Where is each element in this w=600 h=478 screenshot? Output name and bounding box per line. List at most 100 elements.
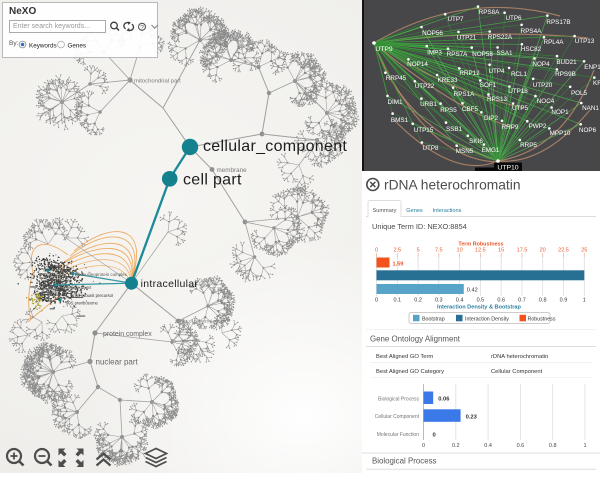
svg-text:rDNA heterochromatin: rDNA heterochromatin bbox=[384, 178, 521, 193]
svg-text:12.5: 12.5 bbox=[475, 248, 486, 254]
svg-text:UTP8: UTP8 bbox=[422, 145, 439, 152]
svg-text:KRE: KRE bbox=[593, 80, 600, 87]
svg-text:Best Aligned GO Category: Best Aligned GO Category bbox=[376, 369, 444, 375]
svg-text:Cellular Component: Cellular Component bbox=[491, 369, 543, 375]
svg-text:0.4: 0.4 bbox=[456, 298, 464, 304]
svg-text:0: 0 bbox=[375, 298, 378, 304]
svg-text:ENP1: ENP1 bbox=[584, 64, 600, 71]
svg-text:RPS17B: RPS17B bbox=[546, 19, 570, 26]
svg-text:RPS4A: RPS4A bbox=[521, 28, 542, 35]
svg-text:POL5: POL5 bbox=[571, 90, 588, 97]
svg-text:1: 1 bbox=[583, 443, 586, 449]
svg-text:SOF1: SOF1 bbox=[480, 82, 497, 89]
svg-text:DIP2: DIP2 bbox=[484, 115, 498, 122]
svg-text:0.23: 0.23 bbox=[466, 415, 478, 421]
svg-text:RPS5: RPS5 bbox=[440, 107, 457, 114]
svg-text:0.1: 0.1 bbox=[393, 298, 401, 304]
svg-text:UTP7: UTP7 bbox=[447, 16, 464, 23]
svg-text:RPS7A: RPS7A bbox=[447, 51, 468, 58]
svg-text:PWP2: PWP2 bbox=[529, 123, 547, 130]
svg-text:SSB1: SSB1 bbox=[446, 126, 463, 133]
svg-text:NOP58: NOP58 bbox=[472, 51, 493, 58]
svg-text:1.59: 1.59 bbox=[393, 262, 404, 268]
svg-text:site of polarized growth: site of polarized growth bbox=[181, 318, 227, 323]
svg-text:0.3: 0.3 bbox=[435, 298, 443, 304]
svg-text:UTP15: UTP15 bbox=[414, 127, 434, 134]
svg-text:1: 1 bbox=[583, 298, 586, 304]
svg-text:membrane: membrane bbox=[217, 167, 248, 174]
svg-text:RPS1A: RPS1A bbox=[454, 91, 475, 98]
svg-text:0.8: 0.8 bbox=[549, 443, 557, 449]
svg-text:NOC4: NOC4 bbox=[537, 98, 555, 105]
svg-text:17.5: 17.5 bbox=[517, 248, 528, 254]
svg-text:RPS8A: RPS8A bbox=[479, 9, 500, 16]
svg-text:0.6: 0.6 bbox=[497, 298, 505, 304]
svg-text:UTP4: UTP4 bbox=[488, 68, 505, 75]
svg-text:7.5: 7.5 bbox=[435, 248, 443, 254]
svg-text:SKI6: SKI6 bbox=[469, 138, 483, 145]
svg-text:MSN5: MSN5 bbox=[456, 148, 474, 155]
svg-text:Unique Term ID: NEXO:8854: Unique Term ID: NEXO:8854 bbox=[372, 222, 467, 231]
svg-text:NAN1: NAN1 bbox=[582, 105, 599, 112]
svg-text:rDNA heterochromatin: rDNA heterochromatin bbox=[491, 354, 548, 360]
svg-text:MPP10: MPP10 bbox=[550, 130, 571, 137]
svg-text:RPS22A: RPS22A bbox=[488, 34, 513, 41]
svg-text:protein complex: protein complex bbox=[103, 331, 152, 338]
svg-text:Cellular Component: Cellular Component bbox=[375, 414, 420, 420]
svg-text:RCL1: RCL1 bbox=[511, 71, 528, 78]
svg-text:20: 20 bbox=[540, 248, 546, 254]
svg-text:KRE33: KRE33 bbox=[438, 77, 458, 84]
svg-text:UTP21: UTP21 bbox=[457, 35, 477, 42]
svg-text:Summary: Summary bbox=[373, 208, 397, 214]
svg-text:DIM1: DIM1 bbox=[387, 99, 403, 106]
svg-text:nuclear part: nuclear part bbox=[96, 358, 139, 367]
svg-text:15: 15 bbox=[498, 248, 504, 254]
svg-text:NOP14: NOP14 bbox=[407, 61, 428, 68]
svg-text:0.6: 0.6 bbox=[517, 443, 525, 449]
svg-text:SSA1: SSA1 bbox=[496, 50, 513, 57]
svg-text:0.5: 0.5 bbox=[477, 298, 485, 304]
svg-text:5: 5 bbox=[417, 248, 420, 254]
svg-text:Molecular Function: Molecular Function bbox=[377, 432, 419, 438]
svg-text:Keywords: Keywords bbox=[29, 43, 57, 50]
svg-text:BMS1: BMS1 bbox=[391, 117, 409, 124]
svg-text:BUD21: BUD21 bbox=[556, 59, 577, 66]
svg-text:?: ? bbox=[140, 24, 144, 31]
svg-text:Best Aligned GO Term: Best Aligned GO Term bbox=[376, 354, 433, 360]
svg-text:Robustness: Robustness bbox=[528, 317, 556, 323]
svg-text:ribonucleoprotein complex: ribonucleoprotein complex bbox=[76, 272, 128, 277]
svg-text:0.42: 0.42 bbox=[467, 288, 478, 294]
svg-text:Biological Process: Biological Process bbox=[372, 457, 437, 466]
svg-text:ribosome subunit: ribosome subunit bbox=[58, 285, 92, 290]
svg-text:IMP3: IMP3 bbox=[427, 50, 442, 57]
svg-text:0.06: 0.06 bbox=[438, 397, 450, 403]
svg-text:NOP56: NOP56 bbox=[422, 30, 443, 37]
svg-text:UTP20: UTP20 bbox=[533, 82, 553, 89]
svg-text:cell part: cell part bbox=[183, 172, 242, 189]
svg-text:UTP13: UTP13 bbox=[575, 38, 595, 45]
svg-text:0: 0 bbox=[433, 433, 436, 439]
svg-text:NOP6: NOP6 bbox=[579, 127, 597, 134]
svg-text:UTP10: UTP10 bbox=[497, 165, 518, 172]
svg-text:90S preribosome: 90S preribosome bbox=[66, 301, 99, 306]
svg-text:0.4: 0.4 bbox=[484, 443, 492, 449]
svg-text:RRP5: RRP5 bbox=[520, 142, 537, 149]
svg-text:0: 0 bbox=[422, 443, 425, 449]
svg-text:intracellular: intracellular bbox=[141, 278, 199, 290]
svg-text:RRP9: RRP9 bbox=[502, 124, 519, 131]
svg-text:RPL4A: RPL4A bbox=[544, 39, 565, 46]
svg-text:UTP5: UTP5 bbox=[512, 105, 529, 112]
svg-text:UTP9: UTP9 bbox=[375, 46, 393, 53]
svg-text:0.9: 0.9 bbox=[560, 298, 568, 304]
svg-text:0.2: 0.2 bbox=[414, 298, 422, 304]
svg-text:Genes: Genes bbox=[68, 43, 87, 50]
svg-text:10: 10 bbox=[457, 248, 463, 254]
svg-text:0: 0 bbox=[375, 248, 378, 254]
svg-text:RRP45: RRP45 bbox=[386, 75, 407, 82]
svg-text:22.5: 22.5 bbox=[558, 248, 569, 254]
svg-text:HSC82: HSC82 bbox=[521, 46, 542, 53]
svg-text:RPS1A: RPS1A bbox=[41, 272, 55, 277]
svg-text:RRP12: RRP12 bbox=[459, 70, 480, 77]
svg-text:Interactions: Interactions bbox=[433, 208, 462, 214]
svg-text:UTP22: UTP22 bbox=[415, 83, 435, 90]
